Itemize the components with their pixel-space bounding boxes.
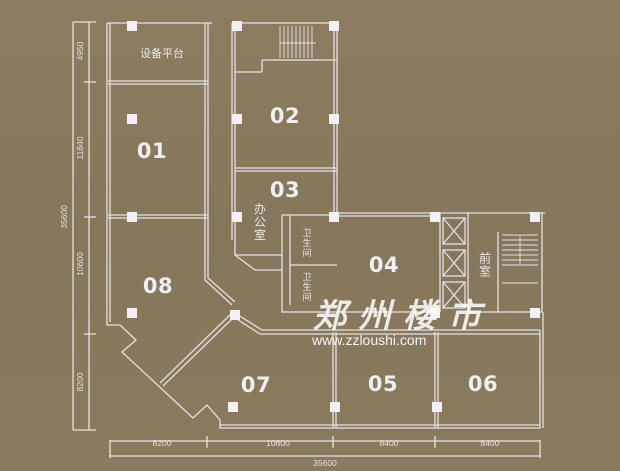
restroom-1-label: 卫生间: [300, 228, 311, 258]
unit-08-label: 08: [142, 274, 174, 298]
dim-bottom-seg1: 8200: [152, 438, 172, 448]
unit-04-label: 04: [368, 253, 400, 277]
unit-06-label: 06: [467, 372, 499, 396]
dim-left-total: 35600: [59, 205, 69, 229]
watermark-brand: 郑州楼市: [313, 296, 493, 335]
dim-left-seg2: 11840: [75, 136, 85, 160]
dim-left-seg1: 4950: [75, 41, 85, 61]
dim-bottom-seg3: 8400: [379, 438, 399, 448]
dim-left-seg3: 10600: [75, 252, 85, 276]
office-label: 办公室: [252, 202, 267, 242]
unit-07-label: 07: [240, 373, 272, 397]
dim-bottom-total: 35600: [313, 458, 337, 468]
dim-bottom-seg4: 8400: [480, 438, 500, 448]
unit-02-label: 02: [269, 104, 301, 128]
watermark-url: www.zzloushi.com: [312, 332, 427, 348]
equipment-platform-label: 设备平台: [140, 47, 184, 60]
lobby-label: 前室: [477, 252, 492, 278]
unit-01-label: 01: [136, 139, 168, 163]
dim-bottom-seg2: 10600: [266, 438, 290, 448]
restroom-2-label: 卫生间: [300, 272, 311, 302]
unit-05-label: 05: [367, 372, 399, 396]
unit-03-label: 03: [269, 178, 301, 202]
dim-left-seg4: 8200: [75, 372, 85, 392]
